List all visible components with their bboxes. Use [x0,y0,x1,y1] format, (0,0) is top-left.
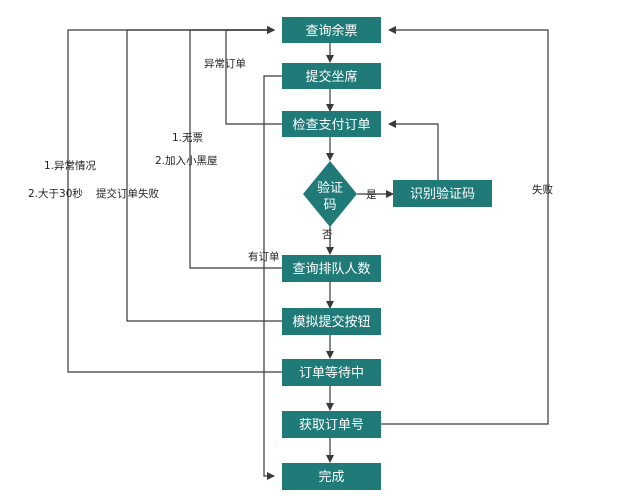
edge-abnormal-order-loop [225,26,282,125]
edge-submit-failed-loop [126,26,282,322]
svg-text:查询余票: 查询余票 [305,23,357,39]
node-query-tickets: 查询余票 [282,17,381,43]
label-failed: 失败 [532,183,553,196]
svg-text:提交坐席: 提交坐席 [305,69,357,85]
edge-abnormal-case-loop [67,26,282,373]
label-over-30s: 2.大于30秒 [28,187,83,200]
node-query-queue: 查询排队人数 [282,255,381,282]
edge-has-order [263,75,282,480]
node-recognize-captcha: 识别验证码 [393,180,492,207]
node-check-payment: 检查支付订单 [282,111,381,137]
node-captcha-decision: 验证 码 [303,161,357,227]
node-simulate-submit: 模拟提交按钮 [282,308,381,335]
label-abnormal-order: 异常订单 [204,57,246,70]
edge-failed-loop [381,26,549,425]
label-abnormal-case: 1.异常情况 [44,159,97,172]
node-get-order-no: 获取订单号 [282,411,381,438]
label-no: 否 [322,229,333,241]
svg-text:模拟提交按钮: 模拟提交按钮 [292,314,370,330]
svg-text:码: 码 [323,198,336,213]
edge-recognize-to-check [388,120,439,180]
svg-text:完成: 完成 [318,470,344,485]
label-has-order: 有订单 [248,250,280,263]
svg-text:查询排队人数: 查询排队人数 [292,262,370,277]
svg-text:检查支付订单: 检查支付订单 [292,118,370,133]
label-blacklist: 2.加入小黑屋 [155,155,218,167]
svg-text:订单等待中: 订单等待中 [299,365,364,381]
node-order-waiting: 订单等待中 [282,359,381,386]
svg-text:获取订单号: 获取订单号 [299,418,364,433]
node-done: 完成 [282,463,381,490]
node-submit-seat: 提交坐席 [282,63,381,89]
label-yes: 是 [366,189,377,201]
label-no-ticket: 1.无票 [172,132,203,144]
svg-text:验证: 验证 [317,180,343,196]
svg-text:识别验证码: 识别验证码 [410,186,475,202]
label-submit-failed: 提交订单失败 [96,187,159,200]
